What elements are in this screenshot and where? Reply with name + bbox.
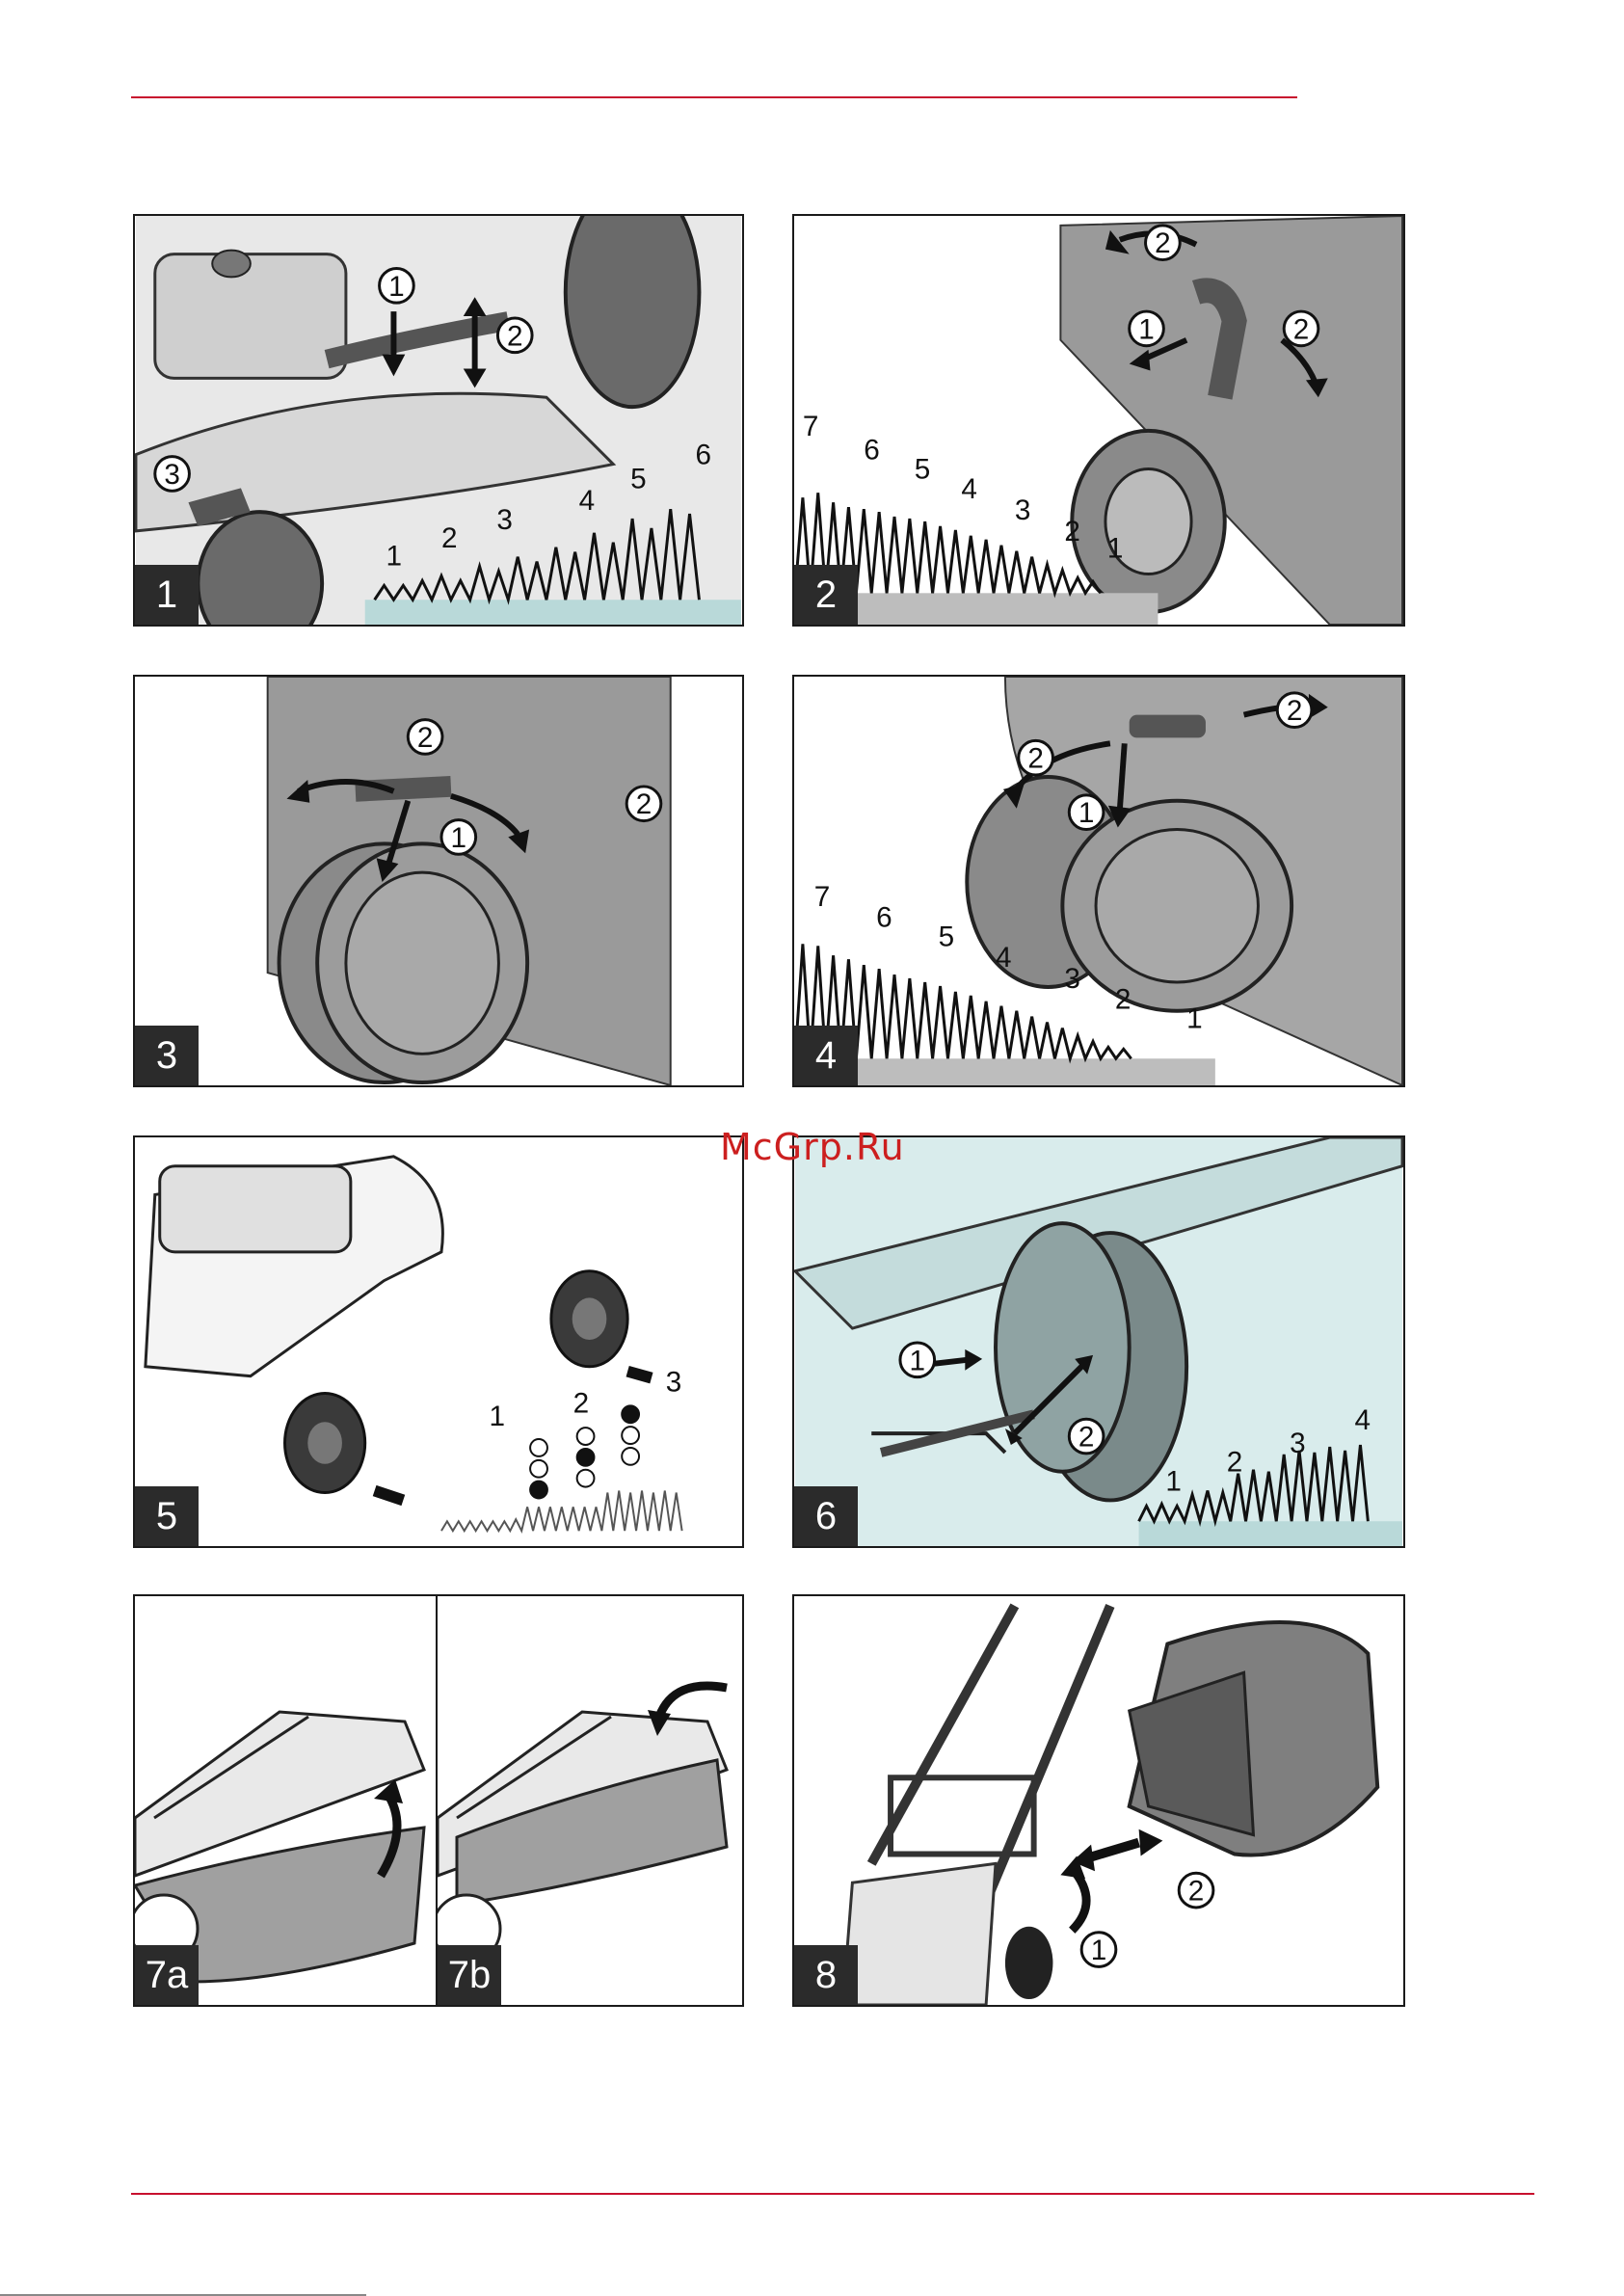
- grass-level-3: 3: [1015, 494, 1031, 526]
- callout-1: 1: [388, 271, 405, 303]
- figure-1-illustration: 1 2 3 1 2 3 4 5 6: [135, 216, 742, 625]
- figure-label: 6: [794, 1486, 858, 1546]
- grass-level-7: 7: [803, 411, 819, 442]
- figure-7b-subpanel: 7b: [438, 1596, 742, 2005]
- figure-label-7b: 7b: [438, 1945, 501, 2005]
- figure-3-illustration: 2 2 1: [135, 677, 742, 1085]
- grass-level-4: 4: [996, 942, 1012, 974]
- height-position-2: 2: [573, 1387, 590, 1419]
- callout-2: 2: [507, 320, 523, 352]
- callout-2a: 2: [417, 722, 434, 754]
- callout-1: 1: [1091, 1935, 1107, 1966]
- grass-level-4: 4: [579, 485, 596, 517]
- grass-level-5: 5: [915, 453, 931, 485]
- figure-6-illustration: 1 2 1 2 3 4: [794, 1137, 1403, 1546]
- grass-level-2: 2: [1227, 1447, 1243, 1479]
- grass-level-6: 6: [876, 902, 892, 934]
- figure-label: 8: [794, 1945, 858, 2005]
- figure-label: 5: [135, 1486, 199, 1546]
- figure-4-panel: 2 2 1 7 6 5 4 3 2 1 4: [792, 675, 1405, 1087]
- figure-2-panel: 2 1 2 7 6 5 4 3 2 1 2: [792, 214, 1405, 627]
- figure-7a-illustration: [135, 1596, 436, 2005]
- figure-4-illustration: 2 2 1 7 6 5 4 3 2 1: [794, 677, 1403, 1085]
- grass-level-7: 7: [814, 881, 831, 913]
- grass-level-1: 1: [1165, 1466, 1182, 1498]
- callout-1: 1: [451, 822, 467, 854]
- figure-7a-subpanel: 7a: [135, 1596, 438, 2005]
- grass-level-4: 4: [1354, 1404, 1371, 1436]
- grass-level-3: 3: [1290, 1428, 1306, 1459]
- watermark: McGrp.Ru: [720, 1126, 905, 1168]
- footer-rule: [131, 2193, 1534, 2195]
- grass-level-5: 5: [630, 463, 647, 494]
- grass-level-4: 4: [961, 473, 977, 505]
- figure-5-illustration: 1 2 3: [135, 1137, 742, 1546]
- callout-2b: 2: [1027, 743, 1044, 775]
- figure-label-7a: 7a: [135, 1945, 199, 2005]
- figure-7-panel: 7a 7b: [133, 1594, 744, 2007]
- callout-2b: 2: [1293, 313, 1310, 345]
- callout-2b: 2: [636, 788, 652, 820]
- callout-2: 2: [1078, 1422, 1095, 1454]
- grass-level-2: 2: [1115, 984, 1131, 1016]
- figure-3-panel: 2 2 1 3: [133, 675, 744, 1087]
- callout-3: 3: [164, 459, 180, 491]
- grass-level-5: 5: [939, 921, 955, 952]
- figure-label: 3: [135, 1026, 199, 1085]
- callout-2a: 2: [1155, 227, 1171, 259]
- callout-2: 2: [1188, 1876, 1205, 1908]
- grass-level-2: 2: [1064, 516, 1080, 547]
- callout-2a: 2: [1287, 695, 1303, 727]
- callout-1: 1: [1078, 797, 1095, 829]
- figure-label: 1: [135, 565, 199, 625]
- height-position-3: 3: [666, 1367, 682, 1399]
- figure-8-panel: 1 2 8: [792, 1594, 1405, 2007]
- grass-level-1: 1: [1186, 1003, 1203, 1035]
- figure-5-panel: 1 2 3 5: [133, 1135, 744, 1548]
- figure-1-panel: 1 2 3 1 2 3 4 5 6 1: [133, 214, 744, 627]
- grass-level-6: 6: [695, 440, 711, 471]
- figure-6-panel: 1 2 1 2 3 4 6: [792, 1135, 1405, 1548]
- grass-level-6: 6: [864, 435, 880, 467]
- header-rule: [131, 96, 1297, 98]
- grass-level-2: 2: [441, 522, 458, 554]
- height-position-1: 1: [490, 1401, 506, 1432]
- grass-level-1: 1: [386, 541, 403, 573]
- figure-label: 4: [794, 1026, 858, 1085]
- figure-label: 2: [794, 565, 858, 625]
- grass-level-3: 3: [496, 504, 513, 536]
- figure-8-illustration: 1 2: [794, 1596, 1403, 2005]
- grass-level-1: 1: [1107, 533, 1124, 565]
- callout-1: 1: [1138, 313, 1155, 345]
- grass-level-3: 3: [1064, 963, 1080, 995]
- figure-2-illustration: 2 1 2 7 6 5 4 3 2 1: [794, 216, 1403, 625]
- figure-7b-illustration: [438, 1596, 742, 2005]
- callout-1: 1: [910, 1345, 926, 1376]
